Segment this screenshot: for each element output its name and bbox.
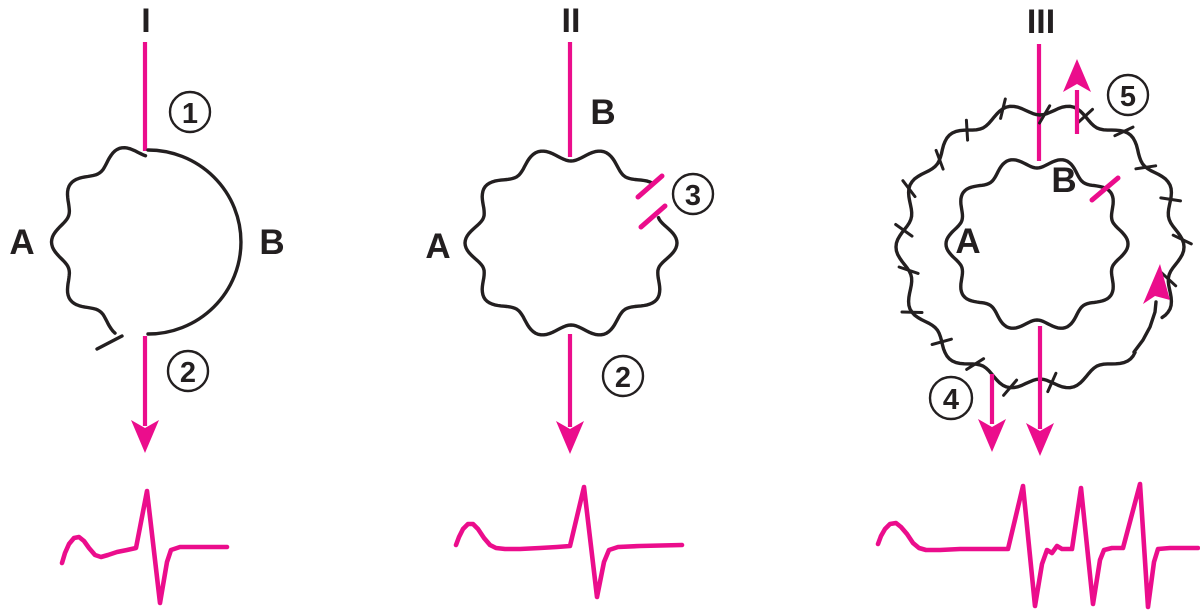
pathway-b-smooth-loop	[146, 148, 243, 336]
step-annotation-3: 3	[671, 172, 715, 216]
step-annotation-2b: 2	[601, 354, 645, 398]
ecg-trace-i	[59, 488, 230, 606]
step-number: 5	[1120, 81, 1136, 113]
panel-3: III 5 B A	[875, 3, 1200, 610]
arrow-head	[1063, 59, 1091, 92]
step-circle	[166, 349, 210, 393]
exit-arrow-center	[1026, 326, 1054, 456]
step-circle	[1106, 73, 1150, 117]
unidirectional-block-bar	[95, 334, 124, 351]
exit-arrow-left	[978, 374, 1006, 452]
step-circle	[168, 90, 212, 134]
exit-impulse-arrow	[556, 334, 584, 454]
region-label-b: B	[590, 93, 615, 132]
region-label-a: A	[9, 223, 34, 262]
ecg-trace-iii	[875, 481, 1200, 610]
step-number: 2	[615, 362, 631, 394]
lateral-exit-arrow-head	[1143, 264, 1170, 304]
panel-2-title: II	[562, 2, 581, 40]
step-annotation-1: 1	[168, 90, 212, 134]
step-number: 2	[180, 357, 196, 389]
region-label-b: B	[259, 223, 284, 262]
exit-impulse-arrow	[131, 336, 159, 453]
panel-3-title: III	[1027, 3, 1055, 41]
block-slash-upper	[635, 173, 665, 200]
step-circle	[928, 375, 974, 421]
arrow-head	[131, 420, 159, 453]
hatch-ticks	[894, 97, 1193, 397]
step-number: 1	[182, 98, 198, 130]
damaged-tissue-ring	[894, 104, 1186, 390]
panel-2: II B 3 A 2	[425, 2, 715, 600]
step-circle	[601, 354, 645, 398]
step-circle	[671, 172, 715, 216]
region-label-a: A	[425, 227, 450, 266]
ecg-trace-ii	[453, 484, 685, 600]
arrow-head	[556, 421, 584, 454]
step-annotation-4: 4	[928, 375, 974, 421]
step-annotation-5: 5	[1106, 73, 1150, 117]
region-label-b: B	[1051, 161, 1076, 200]
pathway-a-wavy-loop	[49, 146, 148, 335]
panel-1: I 1 A B 2	[9, 2, 285, 606]
step-number: 4	[943, 384, 959, 416]
block-slash-lower	[638, 203, 668, 230]
reentry-loop-wavy	[463, 149, 679, 337]
arrow-head	[1026, 423, 1054, 456]
retrograde-exit-arrow	[1063, 59, 1091, 134]
panel-1-title: I	[141, 2, 150, 40]
lateral-exit-path	[1132, 300, 1158, 354]
step-number: 3	[685, 180, 701, 212]
block-slash	[1089, 175, 1121, 203]
region-label-a: A	[955, 222, 980, 261]
arrow-head	[978, 419, 1006, 452]
step-annotation-2: 2	[166, 349, 210, 393]
reentry-loop-inner	[944, 158, 1130, 330]
